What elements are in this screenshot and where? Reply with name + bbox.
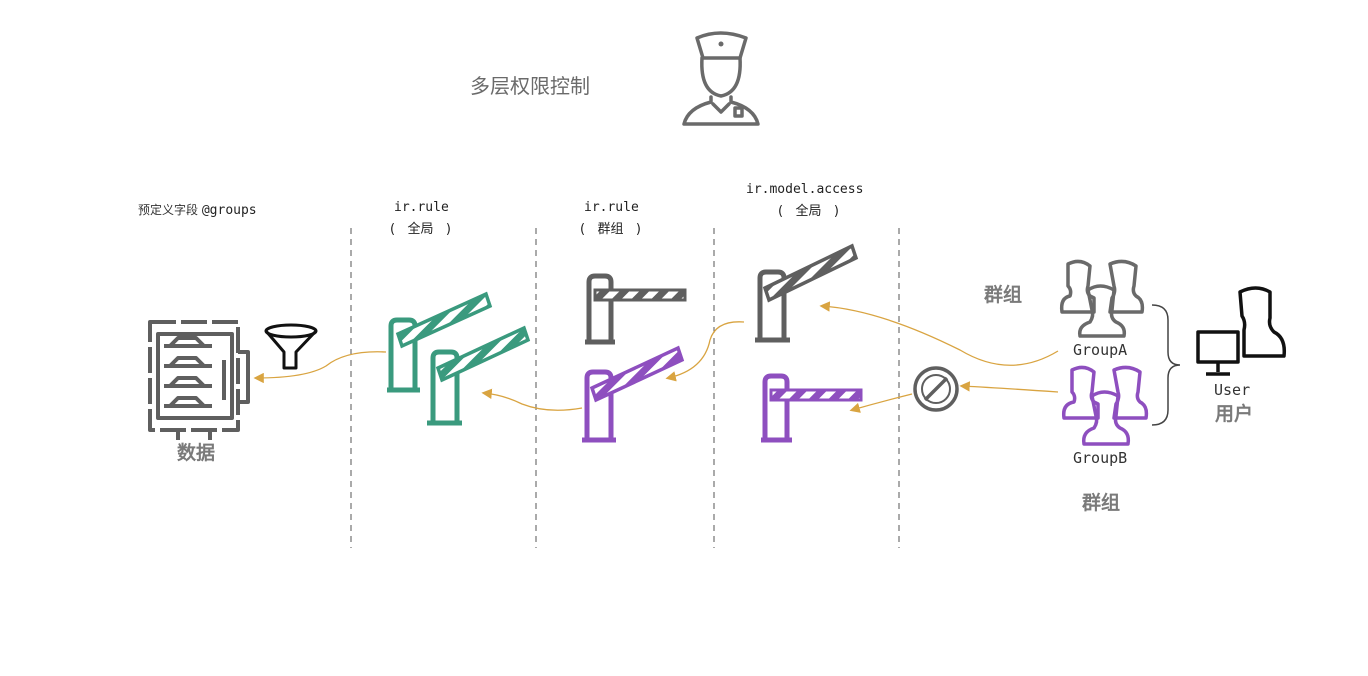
- predefined-field-code: @groups: [201, 203, 257, 218]
- model-access-scope: ( 全局 ): [778, 200, 839, 219]
- barrier-gate-icon-global-2: [427, 325, 531, 426]
- model-access-code: ir.model.access: [746, 182, 864, 197]
- vault-icon: [148, 320, 250, 440]
- security-guard-icon: [682, 31, 760, 126]
- arrow-groupa-to-access: [819, 301, 1059, 366]
- group-a-people-icon: [1059, 259, 1145, 338]
- barrier-gate-icon-group-gray: [585, 273, 687, 345]
- barrier-gate-icon-access-gray: [755, 243, 859, 343]
- predefined-field-header: 预定义字段 @groups: [138, 201, 257, 218]
- user-zh-label: 用户: [1215, 403, 1254, 425]
- barrier-gate-icon-access-purple: [761, 373, 863, 443]
- rule-group-code: ir.rule: [584, 200, 639, 215]
- arrow-rule-group-to-global: [481, 388, 583, 411]
- arrow-global-to-data: [253, 351, 387, 384]
- paren-close: ): [445, 222, 451, 237]
- dashed-separators: [350, 228, 900, 548]
- paren-open: (: [778, 204, 784, 219]
- barrier-gate-icon-global-1: [387, 291, 493, 393]
- group-label-top: 群组: [984, 284, 1023, 306]
- rule-group-scope: ( 群组 ): [580, 218, 641, 237]
- paren-close: ): [833, 204, 839, 219]
- arrow-access-to-rule-group: [665, 321, 745, 382]
- diagram-title: 多层权限控制: [470, 74, 590, 98]
- user-en-label: User: [1214, 381, 1251, 399]
- funnel-icon: [264, 323, 318, 370]
- rule-global-code: ir.rule: [394, 200, 449, 215]
- paren-open: (: [580, 222, 586, 237]
- barrier-gate-icon-group-purple: [582, 345, 685, 443]
- group-a-label: GroupA: [1073, 341, 1128, 359]
- group-b-people-icon: [1061, 365, 1149, 446]
- scope-text: 群组: [597, 222, 624, 237]
- flow-arrows: [253, 301, 1059, 413]
- paren-close: ): [635, 222, 641, 237]
- scope-text: 全局: [795, 204, 822, 219]
- arrow-groupb-to-prohibited: [959, 381, 1059, 393]
- predefined-field-label: 预定义字段: [138, 203, 199, 217]
- rule-global-scope: ( 全局 ): [390, 218, 451, 237]
- arrow-prohibited-to-closed: [849, 393, 913, 413]
- group-b-label: GroupB: [1073, 449, 1128, 467]
- user-computer-icon: [1196, 286, 1287, 376]
- prohibited-icon: [913, 366, 959, 412]
- group-bracket: [1151, 304, 1181, 426]
- group-label-bottom: 群组: [1082, 492, 1121, 514]
- scope-text: 全局: [407, 222, 434, 237]
- data-label: 数据: [177, 442, 216, 464]
- paren-open: (: [390, 222, 396, 237]
